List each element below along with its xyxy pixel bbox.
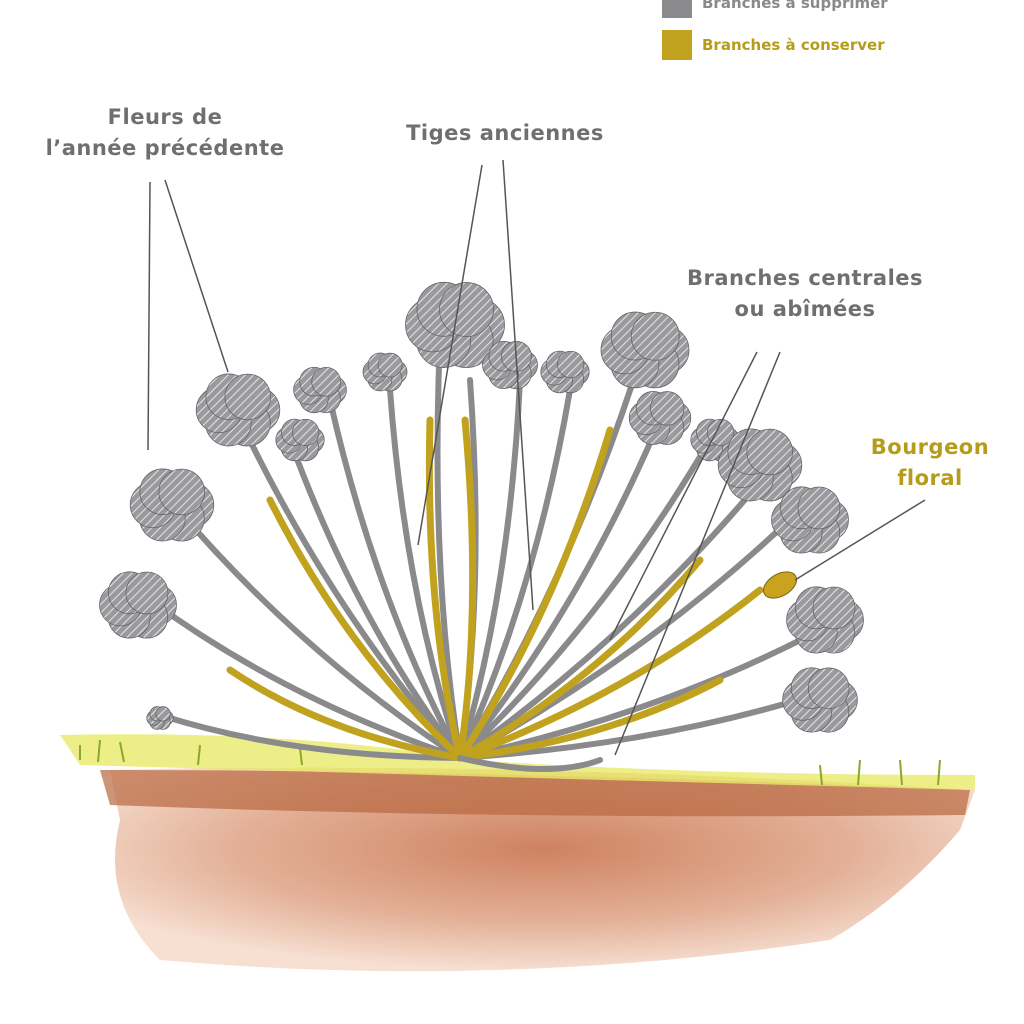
label-line: Branches centrales: [686, 266, 924, 290]
kept-branch: [456, 676, 724, 762]
removed-branch: [457, 437, 713, 761]
removed-branch: [457, 417, 663, 761]
removed-branch: [387, 387, 463, 761]
legend-swatch-gold: [662, 30, 692, 60]
label-line: Fleurs de: [107, 105, 223, 129]
grass: [60, 734, 975, 790]
removed-branch: [457, 627, 823, 761]
legend-item-keep: Branches à conserver: [662, 30, 885, 60]
old-flower-heads: [99, 281, 864, 733]
legend-label: Branches à supprimer: [702, 0, 888, 12]
removed-branch: [287, 437, 463, 761]
removed-branch: [457, 377, 523, 761]
legend-label: Branches à conserver: [702, 36, 885, 54]
flower-head: [129, 468, 215, 542]
kept-branch: [425, 416, 464, 762]
label-line: ou abîmées: [734, 297, 876, 321]
label-old-stems: Tiges anciennes: [406, 121, 604, 145]
kept-branch: [226, 666, 464, 762]
flower-head: [362, 352, 408, 392]
flower-head: [195, 373, 281, 447]
flower-head: [771, 486, 849, 554]
kept-branch: [456, 426, 614, 762]
removed-branch: [457, 387, 573, 761]
flower-head: [690, 418, 740, 462]
flower-head: [99, 571, 177, 639]
kept-branch: [456, 586, 764, 762]
flower-head: [540, 350, 590, 394]
flower-bud: [762, 571, 798, 599]
removed-branch: [147, 597, 463, 761]
soil: [100, 767, 975, 972]
kept-branch: [266, 496, 464, 762]
flower-head: [628, 391, 692, 445]
flower-head: [600, 311, 690, 389]
removed-branch: [457, 467, 773, 761]
label-line: floral: [897, 466, 963, 490]
removed-branch: [327, 397, 463, 761]
kept-branch: [456, 416, 477, 762]
flower-head: [405, 281, 505, 369]
stems: [147, 337, 833, 772]
label-line: l’année précédente: [45, 136, 285, 160]
legend-swatch-gray: [662, 0, 692, 18]
legend-item-remove: Branches à supprimer: [662, 0, 888, 18]
kept-branch: [456, 556, 704, 762]
flower-head: [786, 586, 864, 654]
flower-head: [482, 340, 538, 390]
label-old-flowers: Fleurs de l’année précédente: [40, 102, 290, 164]
removed-branch: [157, 712, 463, 761]
flower-head: [146, 706, 174, 730]
flower-head: [275, 418, 325, 462]
removed-branch: [457, 755, 603, 772]
flower-head: [293, 366, 347, 414]
removed-branch: [167, 497, 463, 761]
removed-branch: [237, 417, 463, 761]
label-central-branches: Branches centrales ou abîmées: [680, 263, 930, 325]
label-line: Bourgeon: [870, 435, 990, 459]
flower-head: [782, 667, 858, 733]
leader-lines: [147, 159, 926, 756]
label-flower-bud: Bourgeon floral: [850, 432, 1010, 494]
